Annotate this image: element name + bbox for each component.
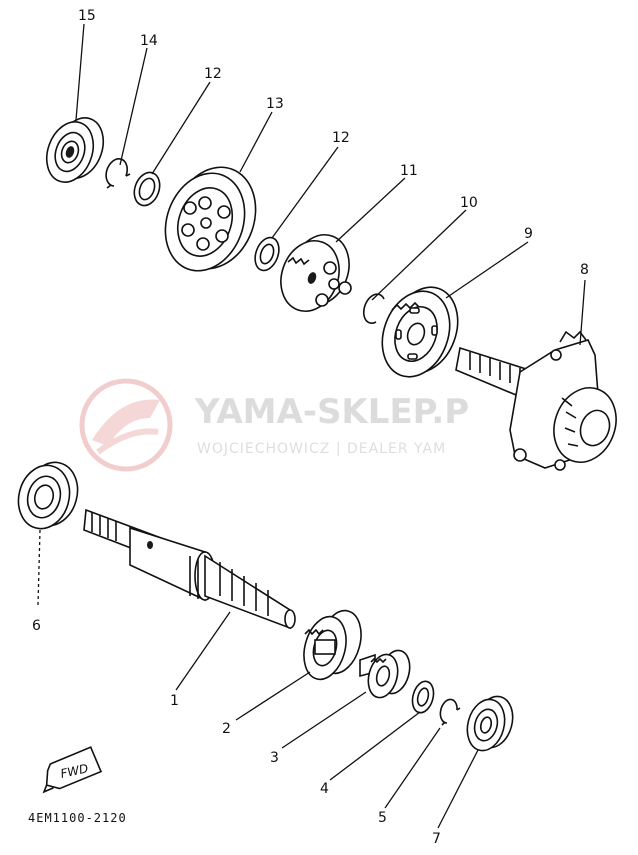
callout-10: 10 bbox=[460, 195, 478, 211]
callout-7: 7 bbox=[432, 831, 441, 847]
part-circlip-10 bbox=[362, 293, 385, 324]
callout-2: 2 bbox=[222, 721, 231, 737]
part-gear-9 bbox=[381, 286, 459, 378]
part-gear-3 bbox=[359, 649, 411, 699]
fwd-label: FWD bbox=[59, 761, 89, 781]
part-circlip-14 bbox=[105, 158, 131, 189]
part-hub-11 bbox=[280, 234, 352, 312]
part-gear-2 bbox=[303, 609, 362, 681]
callout-14: 14 bbox=[140, 33, 158, 49]
part-washer-4 bbox=[411, 680, 435, 714]
callout-13: 13 bbox=[266, 96, 284, 112]
part-axle-assembly-8 bbox=[455, 330, 617, 471]
part-code: 4EM1100-2120 bbox=[28, 811, 127, 825]
callout-1: 1 bbox=[170, 693, 179, 709]
part-bearing-15 bbox=[45, 117, 105, 183]
part-shaft-1 bbox=[83, 508, 296, 630]
part-bearing-6 bbox=[17, 461, 79, 530]
leader-lines bbox=[37, 23, 586, 829]
callout-12-lower: 12 bbox=[332, 130, 350, 146]
callout-11: 11 bbox=[400, 163, 418, 179]
callout-4: 4 bbox=[320, 781, 329, 797]
callout-numbers: 15 14 12 13 12 11 10 9 8 6 1 2 3 4 5 7 bbox=[32, 8, 589, 847]
watermark-brand: YAMA-SKLEP.P bbox=[194, 392, 469, 432]
callout-12-upper: 12 bbox=[204, 66, 222, 82]
callout-5: 5 bbox=[378, 810, 387, 826]
callout-3: 3 bbox=[270, 750, 279, 766]
callout-6: 6 bbox=[32, 618, 41, 634]
part-bearing-7 bbox=[466, 695, 514, 752]
callout-15: 15 bbox=[78, 8, 96, 24]
part-gear-13 bbox=[164, 166, 257, 272]
part-circlip-5 bbox=[439, 698, 461, 726]
part-washer-12-upper bbox=[133, 171, 161, 207]
watermark-dealer: WOJCIECHOWICZ | DEALER YAM bbox=[197, 441, 446, 457]
watermark: YAMA-SKLEP.P WOJCIECHOWICZ | DEALER YAM bbox=[79, 378, 469, 472]
watermark-logo bbox=[79, 378, 173, 472]
fwd-arrow-badge: FWD bbox=[42, 746, 103, 794]
part-washer-12-lower bbox=[254, 236, 280, 272]
callout-9: 9 bbox=[524, 226, 533, 242]
callout-8: 8 bbox=[580, 262, 589, 278]
